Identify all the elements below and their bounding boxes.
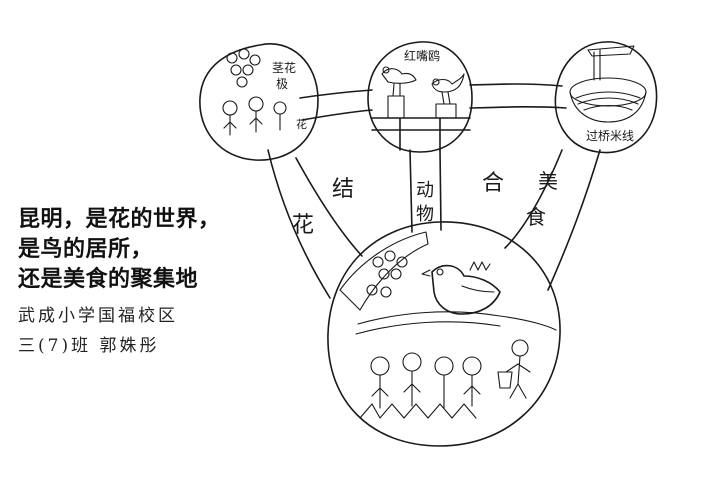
flower-cluster-top	[226, 48, 261, 88]
noodle-bowl	[569, 45, 647, 123]
flower-row-main	[359, 352, 482, 419]
credit-student: 三(7)班 郭姝彤	[18, 336, 160, 356]
caption-line-3: 还是美食的聚集地	[18, 267, 199, 292]
road-label-mid-1: 结	[332, 177, 354, 202]
bridge-rail	[371, 117, 471, 151]
bird-right	[431, 73, 465, 119]
bird-left	[381, 66, 417, 119]
tree-branch	[339, 231, 557, 335]
caption-line-2: 是鸟的居所，	[18, 237, 154, 262]
road-left-outer	[267, 149, 331, 299]
food-label: 过桥米线	[586, 129, 634, 143]
credit-school: 武成小学国福校区	[18, 306, 178, 326]
road-label-mid-2: 动	[416, 180, 434, 201]
road-mid-left	[409, 149, 413, 233]
road-label-right-3: 食	[526, 205, 546, 229]
road-label-right-1: 合	[482, 171, 504, 196]
road-label-mid-3: 物	[416, 204, 434, 225]
road-right-outer	[547, 149, 601, 291]
flower-row-bottom	[222, 96, 287, 136]
food-circle	[554, 41, 658, 154]
bird-label: 红嘴鸥	[404, 48, 440, 63]
road-label-left: 花	[292, 213, 314, 238]
bird-circle	[367, 41, 473, 153]
road-mid-right	[439, 149, 442, 231]
flower-label-b: 极	[276, 77, 288, 91]
road-right-inner	[504, 149, 563, 249]
big-bird	[421, 261, 501, 315]
band-top-right-lower	[469, 106, 567, 109]
child-figure	[497, 339, 531, 399]
band-top-left	[299, 89, 373, 99]
band-top-left-lower	[301, 109, 373, 121]
road-left-inner	[295, 157, 363, 257]
main-circle	[327, 221, 561, 447]
band-top-right	[469, 83, 563, 87]
road-label-right-2: 美	[538, 169, 558, 193]
flower-label-a: 茎花	[272, 60, 296, 75]
flower-label-c: 花	[296, 118, 307, 131]
flower-circle	[199, 43, 319, 161]
caption-line-1: 昆明，是花的世界，	[18, 207, 221, 232]
caption-block: 昆明，是花的世界， 是鸟的居所， 还是美食的聚集地 武成小学国福校区 三(7)班…	[18, 205, 318, 361]
